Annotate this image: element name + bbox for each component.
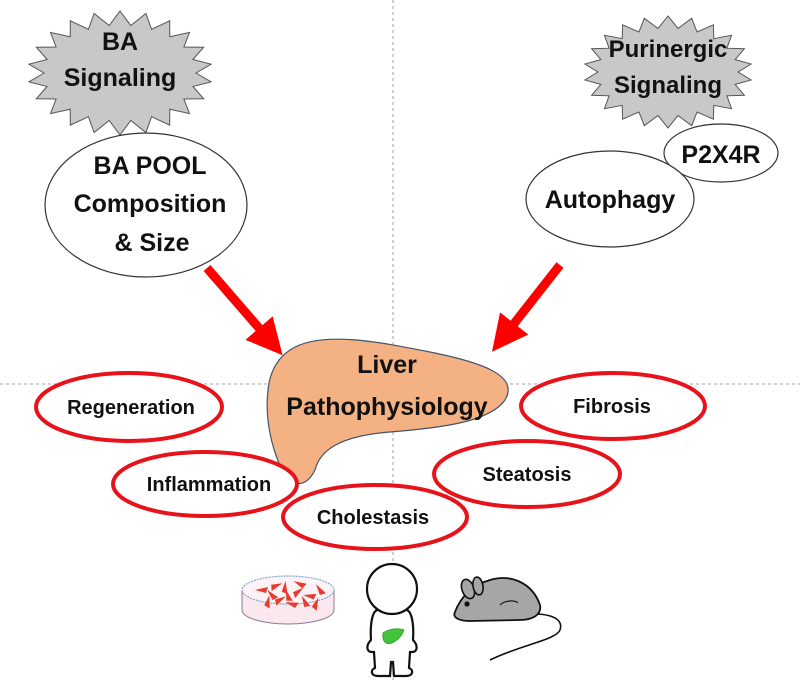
cell-mark <box>285 602 299 608</box>
ba-pool-node: BA POOL Composition & Size <box>44 132 248 278</box>
cell-mark <box>285 589 293 601</box>
cell-mark <box>275 596 287 606</box>
outcome-regeneration: Regeneration <box>34 371 224 443</box>
ba-pool-line1: BA POOL <box>94 152 207 180</box>
ba-signaling-burst: BA Signaling <box>27 10 213 136</box>
p2x4r-label: P2X4R <box>681 141 760 169</box>
cell-culture-dish-icon <box>241 575 335 625</box>
liver-line2: Pathophysiology <box>286 393 488 421</box>
cholestasis-label: Cholestasis <box>317 507 429 529</box>
ba-signaling-line2: Signaling <box>64 64 177 92</box>
human-figure-icon <box>365 562 419 678</box>
purinergic-signaling-line1: Purinergic <box>609 36 728 63</box>
cell-mark <box>315 584 326 595</box>
mouse-icon <box>453 576 562 661</box>
cell-mark <box>264 595 270 609</box>
regeneration-ellipse <box>34 371 224 443</box>
outcome-inflammation: Inflammation <box>111 450 299 518</box>
regeneration-label: Regeneration <box>67 397 195 419</box>
cell-mark <box>293 581 307 589</box>
p2x4r-ellipse <box>663 123 779 183</box>
inflammation-label: Inflammation <box>147 474 271 496</box>
purinergic-signaling-burst: Purinergic Signaling <box>583 15 753 129</box>
ba-pool-ellipse <box>44 132 248 278</box>
arrow-purinergic-to-liver <box>492 262 564 352</box>
purinergic-signaling-line2: Signaling <box>614 72 722 99</box>
liver-line1: Liver <box>357 351 417 379</box>
steatosis-ellipse <box>432 439 622 509</box>
cell-mark <box>255 587 268 593</box>
autophagy-node: Autophagy <box>525 150 695 248</box>
autophagy-label: Autophagy <box>545 186 676 214</box>
cells-cluster <box>255 581 326 611</box>
cell-mark <box>311 597 319 611</box>
liver-shape <box>266 338 509 485</box>
arrow-ba-to-liver <box>203 265 283 356</box>
outcome-steatosis: Steatosis <box>432 439 622 509</box>
small-liver-icon <box>382 628 405 644</box>
inflammation-ellipse <box>111 450 299 518</box>
cell-mark <box>267 589 279 600</box>
cell-mark <box>303 593 317 600</box>
cholestasis-ellipse <box>281 483 469 551</box>
outcome-fibrosis: Fibrosis <box>519 371 707 441</box>
cell-mark <box>301 595 311 607</box>
fibrosis-ellipse <box>519 371 707 441</box>
fibrosis-label: Fibrosis <box>573 396 651 418</box>
ba-pool-line2: Composition <box>74 190 227 218</box>
cell-mark <box>293 587 304 599</box>
outcome-cholestasis: Cholestasis <box>281 483 469 551</box>
cell-mark <box>271 583 283 592</box>
p2x4r-node: P2X4R <box>663 123 779 183</box>
autophagy-ellipse <box>525 150 695 248</box>
steatosis-label: Steatosis <box>483 464 572 486</box>
ba-pool-line3: & Size <box>114 229 189 257</box>
ba-signaling-line1: BA <box>102 28 138 56</box>
liver-pathophysiology-node: Liver Pathophysiology <box>266 338 509 485</box>
burst-shape <box>583 15 753 129</box>
